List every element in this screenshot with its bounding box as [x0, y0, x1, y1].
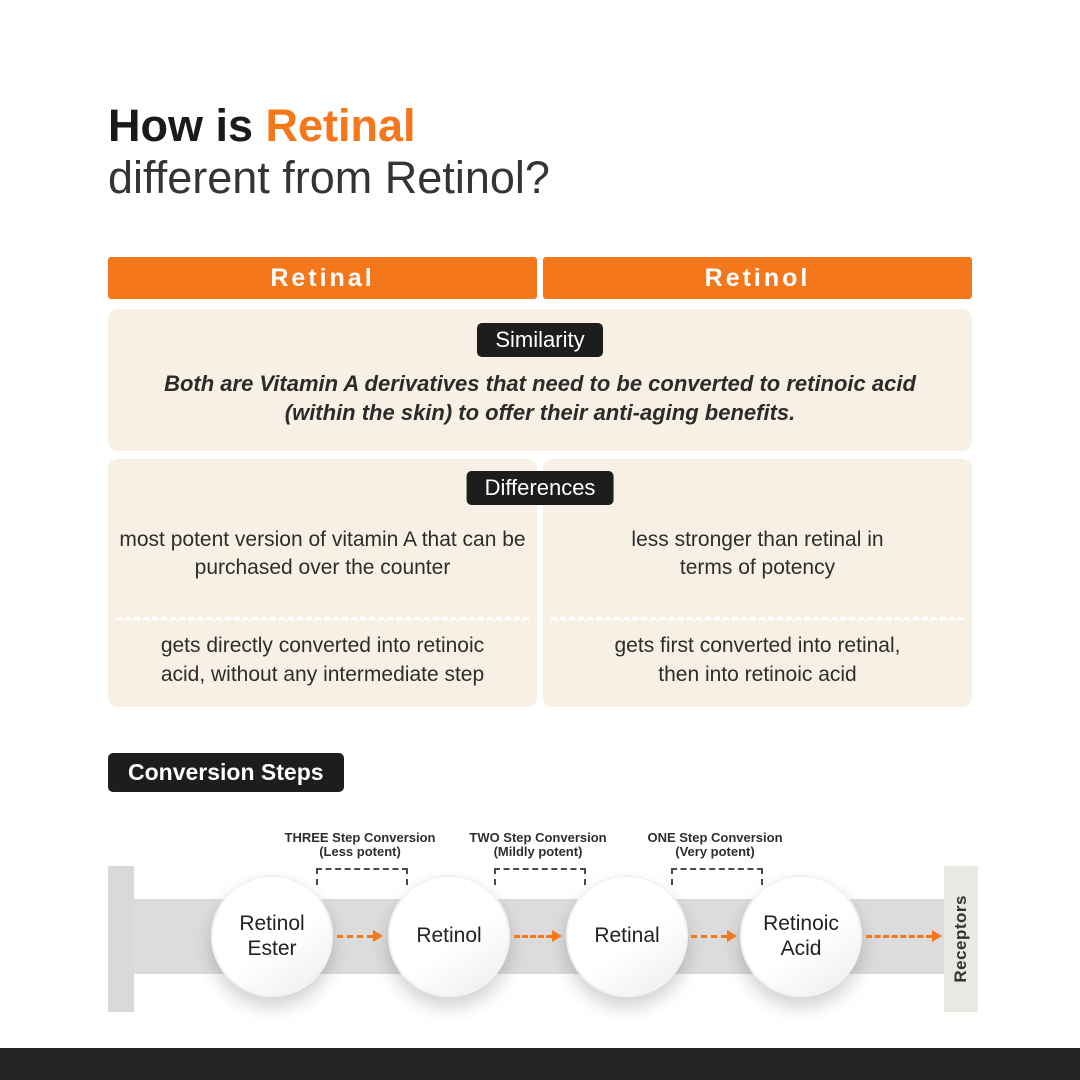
arrow-line [691, 934, 727, 938]
three-step-bracket [316, 868, 408, 885]
arrow-head-icon [373, 930, 383, 942]
bottom-bar [0, 1048, 1080, 1080]
differences-section: Differences most potent version of vitam… [108, 459, 972, 707]
row-divider [116, 617, 529, 620]
three-step-label-main: THREE Step Conversion [284, 830, 436, 845]
three-step-label: THREE Step Conversion (Less potent) [240, 830, 480, 860]
arrow-head-icon [552, 930, 562, 942]
difference-retinol-conversion-text: gets first converted into retinal, then … [614, 634, 901, 686]
differences-badge: Differences [466, 471, 614, 505]
arrow-retinal-to-acid [691, 930, 737, 942]
title-line2: different from Retinol? [108, 152, 550, 203]
arrow-head-icon [727, 930, 737, 942]
column-header-retinal: Retinal [108, 257, 537, 299]
title-prefix: How is [108, 100, 266, 151]
similarity-section: Similarity Both are Vitamin A derivative… [108, 309, 972, 451]
diagram-left-bar [108, 866, 134, 1012]
step-retinol: Retinol [388, 875, 510, 997]
difference-retinal-potency-text: most potent version of vitamin A that ca… [119, 527, 526, 579]
title-line1: How is Retinal [108, 100, 550, 152]
differences-retinal-column: most potent version of vitamin A that ca… [108, 459, 537, 707]
arrow-ester-to-retinol [337, 930, 383, 942]
receptors-bar: Receptors [944, 866, 978, 1012]
receptors-label: Receptors [951, 895, 970, 983]
difference-retinol-conversion: gets first converted into retinal, then … [543, 620, 972, 707]
row-divider [551, 617, 964, 620]
page-title: How is Retinal different from Retinol? [108, 100, 550, 204]
step-retinol-ester: Retinol Ester [211, 875, 333, 997]
three-step-label-sub: (Less potent) [319, 844, 401, 860]
arrow-head-icon [932, 930, 942, 942]
difference-retinal-conversion-text: gets directly converted into retinoic ac… [160, 634, 485, 686]
one-step-bracket [671, 868, 763, 885]
similarity-badge: Similarity [477, 323, 603, 357]
similarity-text: Both are Vitamin A derivatives that need… [164, 371, 916, 426]
difference-retinol-potency: less stronger than retinal in terms of p… [543, 459, 972, 617]
two-step-label-sub: (Mildly potent) [493, 844, 583, 860]
difference-retinal-potency: most potent version of vitamin A that ca… [108, 459, 537, 617]
difference-retinol-potency-text: less stronger than retinal in terms of p… [631, 527, 884, 579]
comparison-table-header: Retinal Retinol [108, 257, 972, 299]
arrow-line [866, 934, 932, 938]
step-retinoic-acid: Retinoic Acid [740, 875, 862, 997]
two-step-label: TWO Step Conversion (Mildly potent) [418, 830, 658, 860]
differences-retinol-column: less stronger than retinal in terms of p… [543, 459, 972, 707]
one-step-label: ONE Step Conversion (Very potent) [595, 830, 835, 860]
step-retinal-label: Retinal [594, 924, 660, 948]
conversion-steps-badge: Conversion Steps [108, 753, 344, 792]
step-retinoic-acid-label: Retinoic Acid [763, 911, 839, 960]
step-retinol-label: Retinol [416, 924, 482, 948]
one-step-label-main: ONE Step Conversion [647, 830, 783, 845]
arrow-acid-to-receptors [866, 930, 942, 942]
two-step-bracket [494, 868, 586, 885]
step-retinol-ester-label: Retinol Ester [239, 911, 305, 960]
one-step-label-sub: (Very potent) [675, 844, 755, 860]
arrow-retinol-to-retinal [514, 930, 562, 942]
step-retinal: Retinal [566, 875, 688, 997]
arrow-line [337, 934, 373, 938]
difference-retinal-conversion: gets directly converted into retinoic ac… [108, 620, 537, 707]
title-highlight: Retinal [265, 100, 416, 151]
two-step-label-main: TWO Step Conversion [469, 830, 607, 845]
column-header-retinol: Retinol [543, 257, 972, 299]
arrow-line [514, 934, 552, 938]
